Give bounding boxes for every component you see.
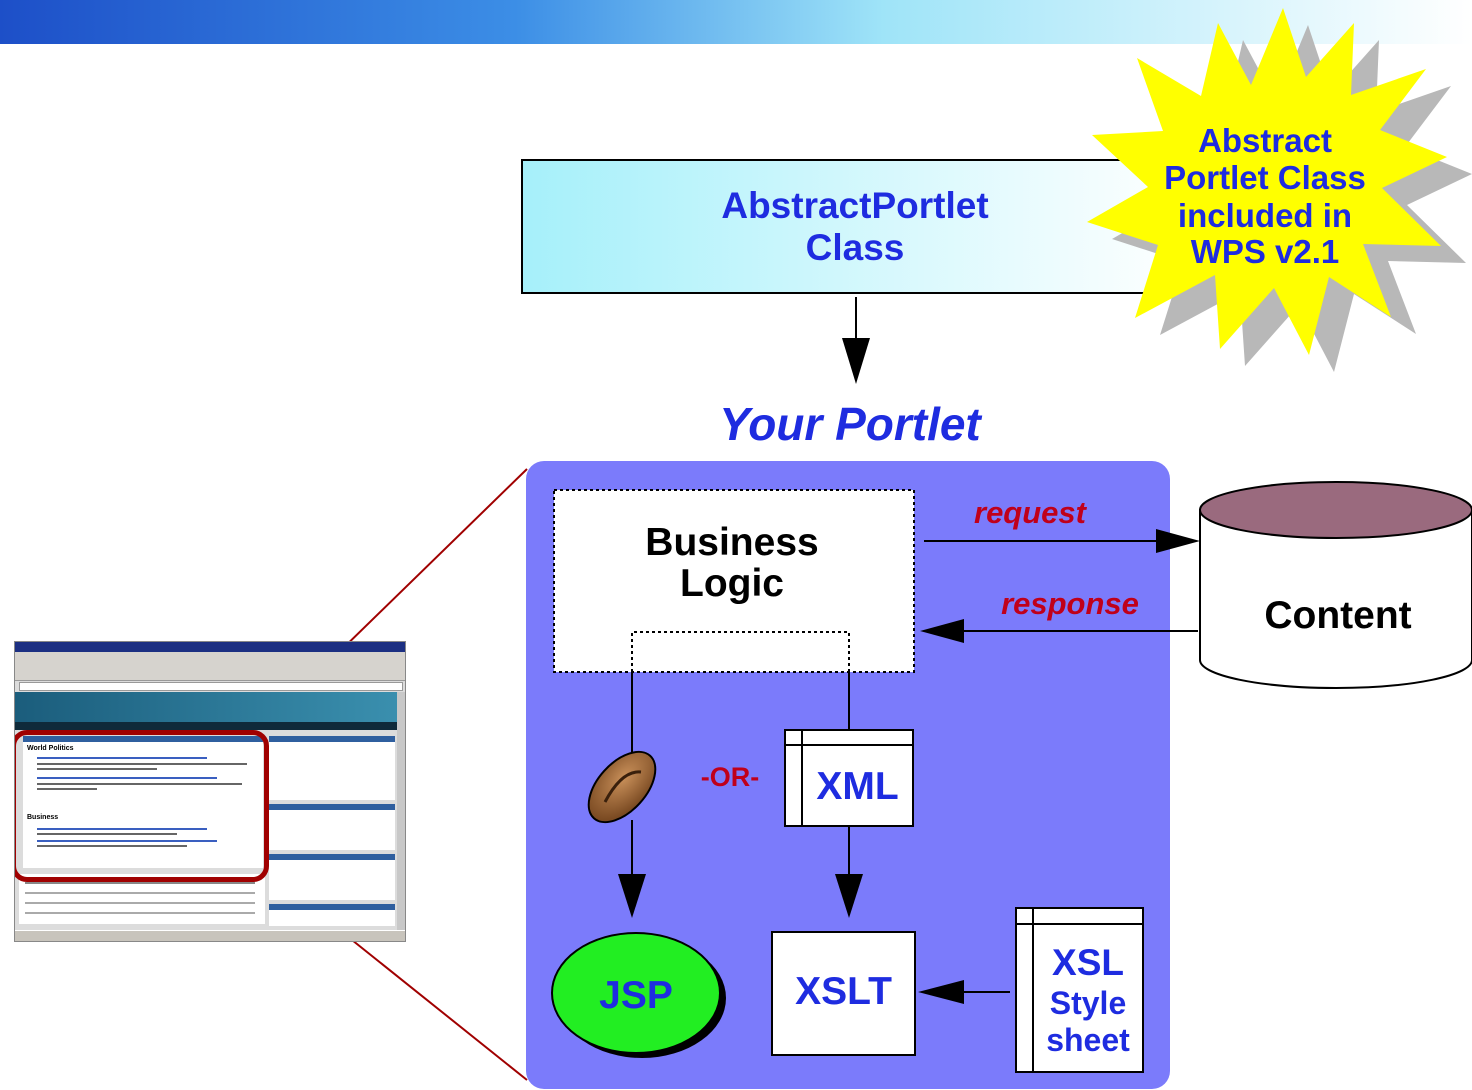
xsl-label-2: Style bbox=[1049, 985, 1127, 1021]
business-logic-box bbox=[553, 489, 915, 673]
starburst-label-2: Portlet Class bbox=[1164, 159, 1366, 196]
header-bar bbox=[0, 0, 1472, 44]
abstract-class-label-2: Class bbox=[805, 227, 905, 268]
inherit-arrow bbox=[842, 338, 870, 384]
xsl-label-3: sheet bbox=[1046, 1022, 1130, 1058]
screenshot-banner bbox=[15, 692, 397, 722]
xsl-document bbox=[1015, 907, 1144, 1073]
screenshot-titlebar bbox=[15, 642, 405, 652]
screenshot-section-business: Business bbox=[27, 814, 59, 821]
xslt-arrow bbox=[835, 874, 863, 918]
your-portlet-title: Your Portlet bbox=[719, 398, 981, 450]
starburst-label-1: Abstract bbox=[1198, 122, 1332, 159]
business-logic-label-2: Logic bbox=[680, 562, 784, 605]
starburst-label-3: included in bbox=[1177, 197, 1353, 234]
screenshot-taskbar bbox=[15, 930, 405, 941]
xsl-arrow bbox=[918, 980, 964, 1004]
portal-screenshot: World Politics Business bbox=[14, 641, 406, 942]
request-arrow bbox=[1156, 529, 1200, 553]
screenshot-highlight bbox=[15, 730, 269, 882]
content-label: Content bbox=[1264, 594, 1412, 637]
xslt-label: XSLT bbox=[795, 970, 892, 1013]
content-cylinder bbox=[1199, 509, 1472, 689]
screenshot-section-world: World Politics bbox=[27, 745, 74, 752]
business-logic-label-1: Business bbox=[645, 521, 819, 564]
starburst-label-4: WPS v2.1 bbox=[1190, 233, 1340, 270]
xml-label: XML bbox=[816, 765, 899, 808]
xsl-label-1: XSL bbox=[1052, 942, 1124, 983]
jsp-label: JSP bbox=[599, 974, 673, 1017]
request-label: request bbox=[974, 495, 1086, 530]
response-label: response bbox=[1001, 586, 1139, 621]
response-arrow bbox=[920, 619, 964, 643]
jsp-arrow bbox=[618, 874, 646, 918]
jsp-node bbox=[551, 932, 721, 1054]
abstract-class-label-1: AbstractPortlet bbox=[721, 185, 989, 226]
abstract-portlet-box bbox=[521, 159, 1193, 294]
or-label: -OR- bbox=[700, 762, 760, 792]
screenshot-toolbar bbox=[15, 652, 405, 681]
starburst bbox=[1087, 8, 1447, 355]
xslt-box bbox=[771, 931, 916, 1056]
